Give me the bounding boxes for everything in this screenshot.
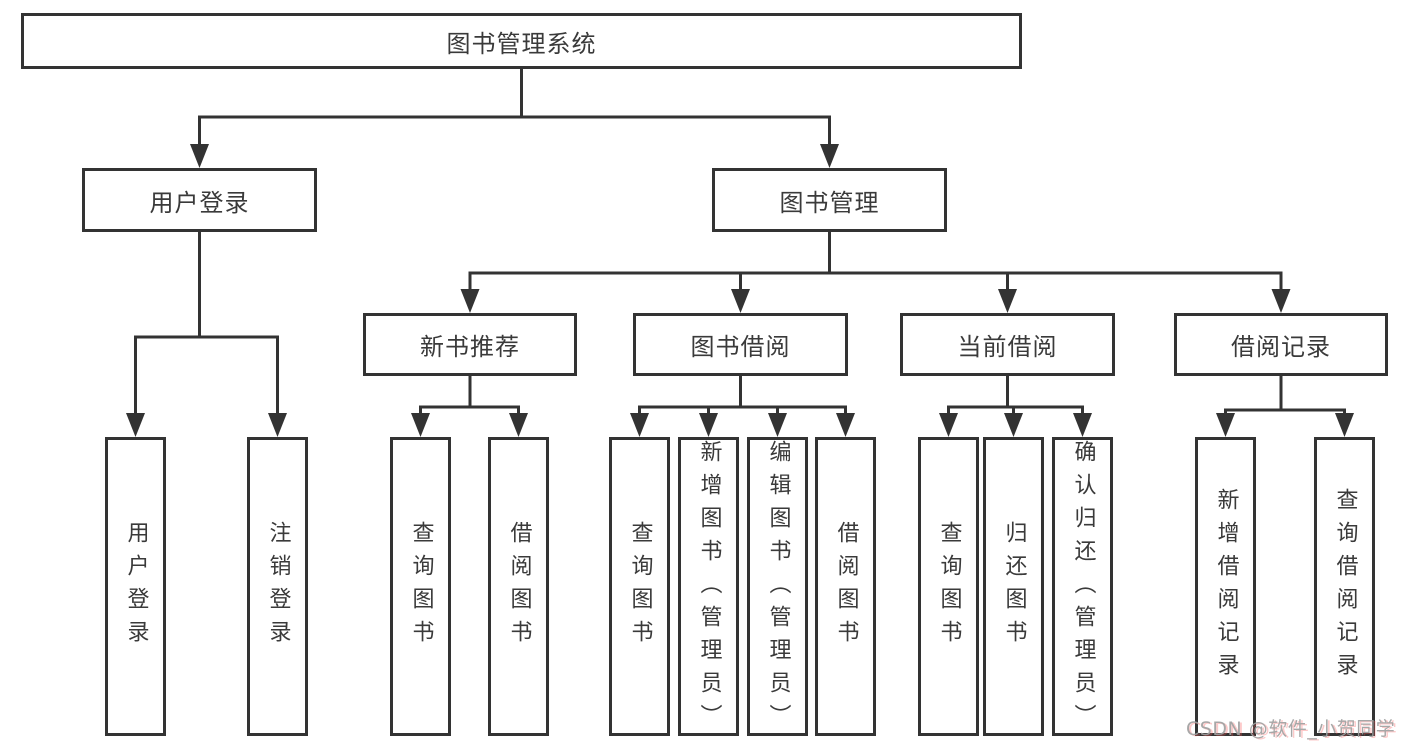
arrow-down-icon [460,289,480,313]
node-current-borrow: 当前借阅 [900,313,1115,376]
arrow-down-icon [268,413,287,437]
arrow-down-icon [731,289,750,313]
arrow-down-icon [768,413,787,437]
arrow-down-icon [411,413,430,437]
connector-new-book [419,374,520,417]
node-user-login: 用户登录 [82,168,317,232]
connector-root [198,67,831,148]
arrow-down-icon [1335,413,1354,437]
leaf-query-books-borrow: 查询图书 [609,437,670,736]
leaf-return-books: 归还图书 [983,437,1044,736]
leaf-query-books-current: 查询图书 [918,437,979,736]
arrow-down-icon [998,289,1017,313]
leaf-borrow-books-recommend: 借阅图书 [488,437,549,736]
node-book-borrow: 图书借阅 [633,313,848,376]
leaf-confirm-return-admin: 确认归还（管理员） [1052,437,1113,737]
connector-current-borrow [947,374,1084,417]
arrow-down-icon [939,413,958,437]
watermark: CSDN @软件_小贺同学 [1186,718,1396,740]
leaf-query-borrow-record: 查询借阅记录 [1314,437,1375,736]
arrow-down-icon [836,413,855,437]
leaf-logout: 注销登录 [247,437,308,736]
connector-book-borrow [638,374,847,417]
leaf-add-books-admin: 新增图书（管理员） [678,437,739,737]
arrow-down-icon [1271,289,1291,313]
arrow-down-icon [190,144,209,168]
connector-book-management [468,230,1283,293]
arrow-down-icon [1216,413,1235,437]
arrow-down-icon [820,144,839,168]
arrow-down-icon [699,413,718,437]
leaf-borrow-books: 借阅图书 [815,437,876,736]
node-root-system: 图书管理系统 [21,13,1022,69]
arrow-down-icon [1004,413,1023,437]
arrow-down-icon [1073,413,1092,437]
arrow-down-icon [126,413,145,437]
leaf-query-books-recommend: 查询图书 [390,437,451,736]
arrow-down-icon [630,413,649,437]
node-book-management: 图书管理 [712,168,947,232]
leaf-add-borrow-record: 新增借阅记录 [1195,437,1256,736]
connector-borrow-records [1224,374,1346,418]
leaf-edit-books-admin: 编辑图书（管理员） [747,437,808,737]
leaf-user-login: 用户登录 [105,437,166,736]
node-new-book-recommend: 新书推荐 [363,313,577,376]
arrow-down-icon [509,413,528,437]
connector-user-login [134,230,279,417]
node-borrow-records: 借阅记录 [1174,313,1388,376]
